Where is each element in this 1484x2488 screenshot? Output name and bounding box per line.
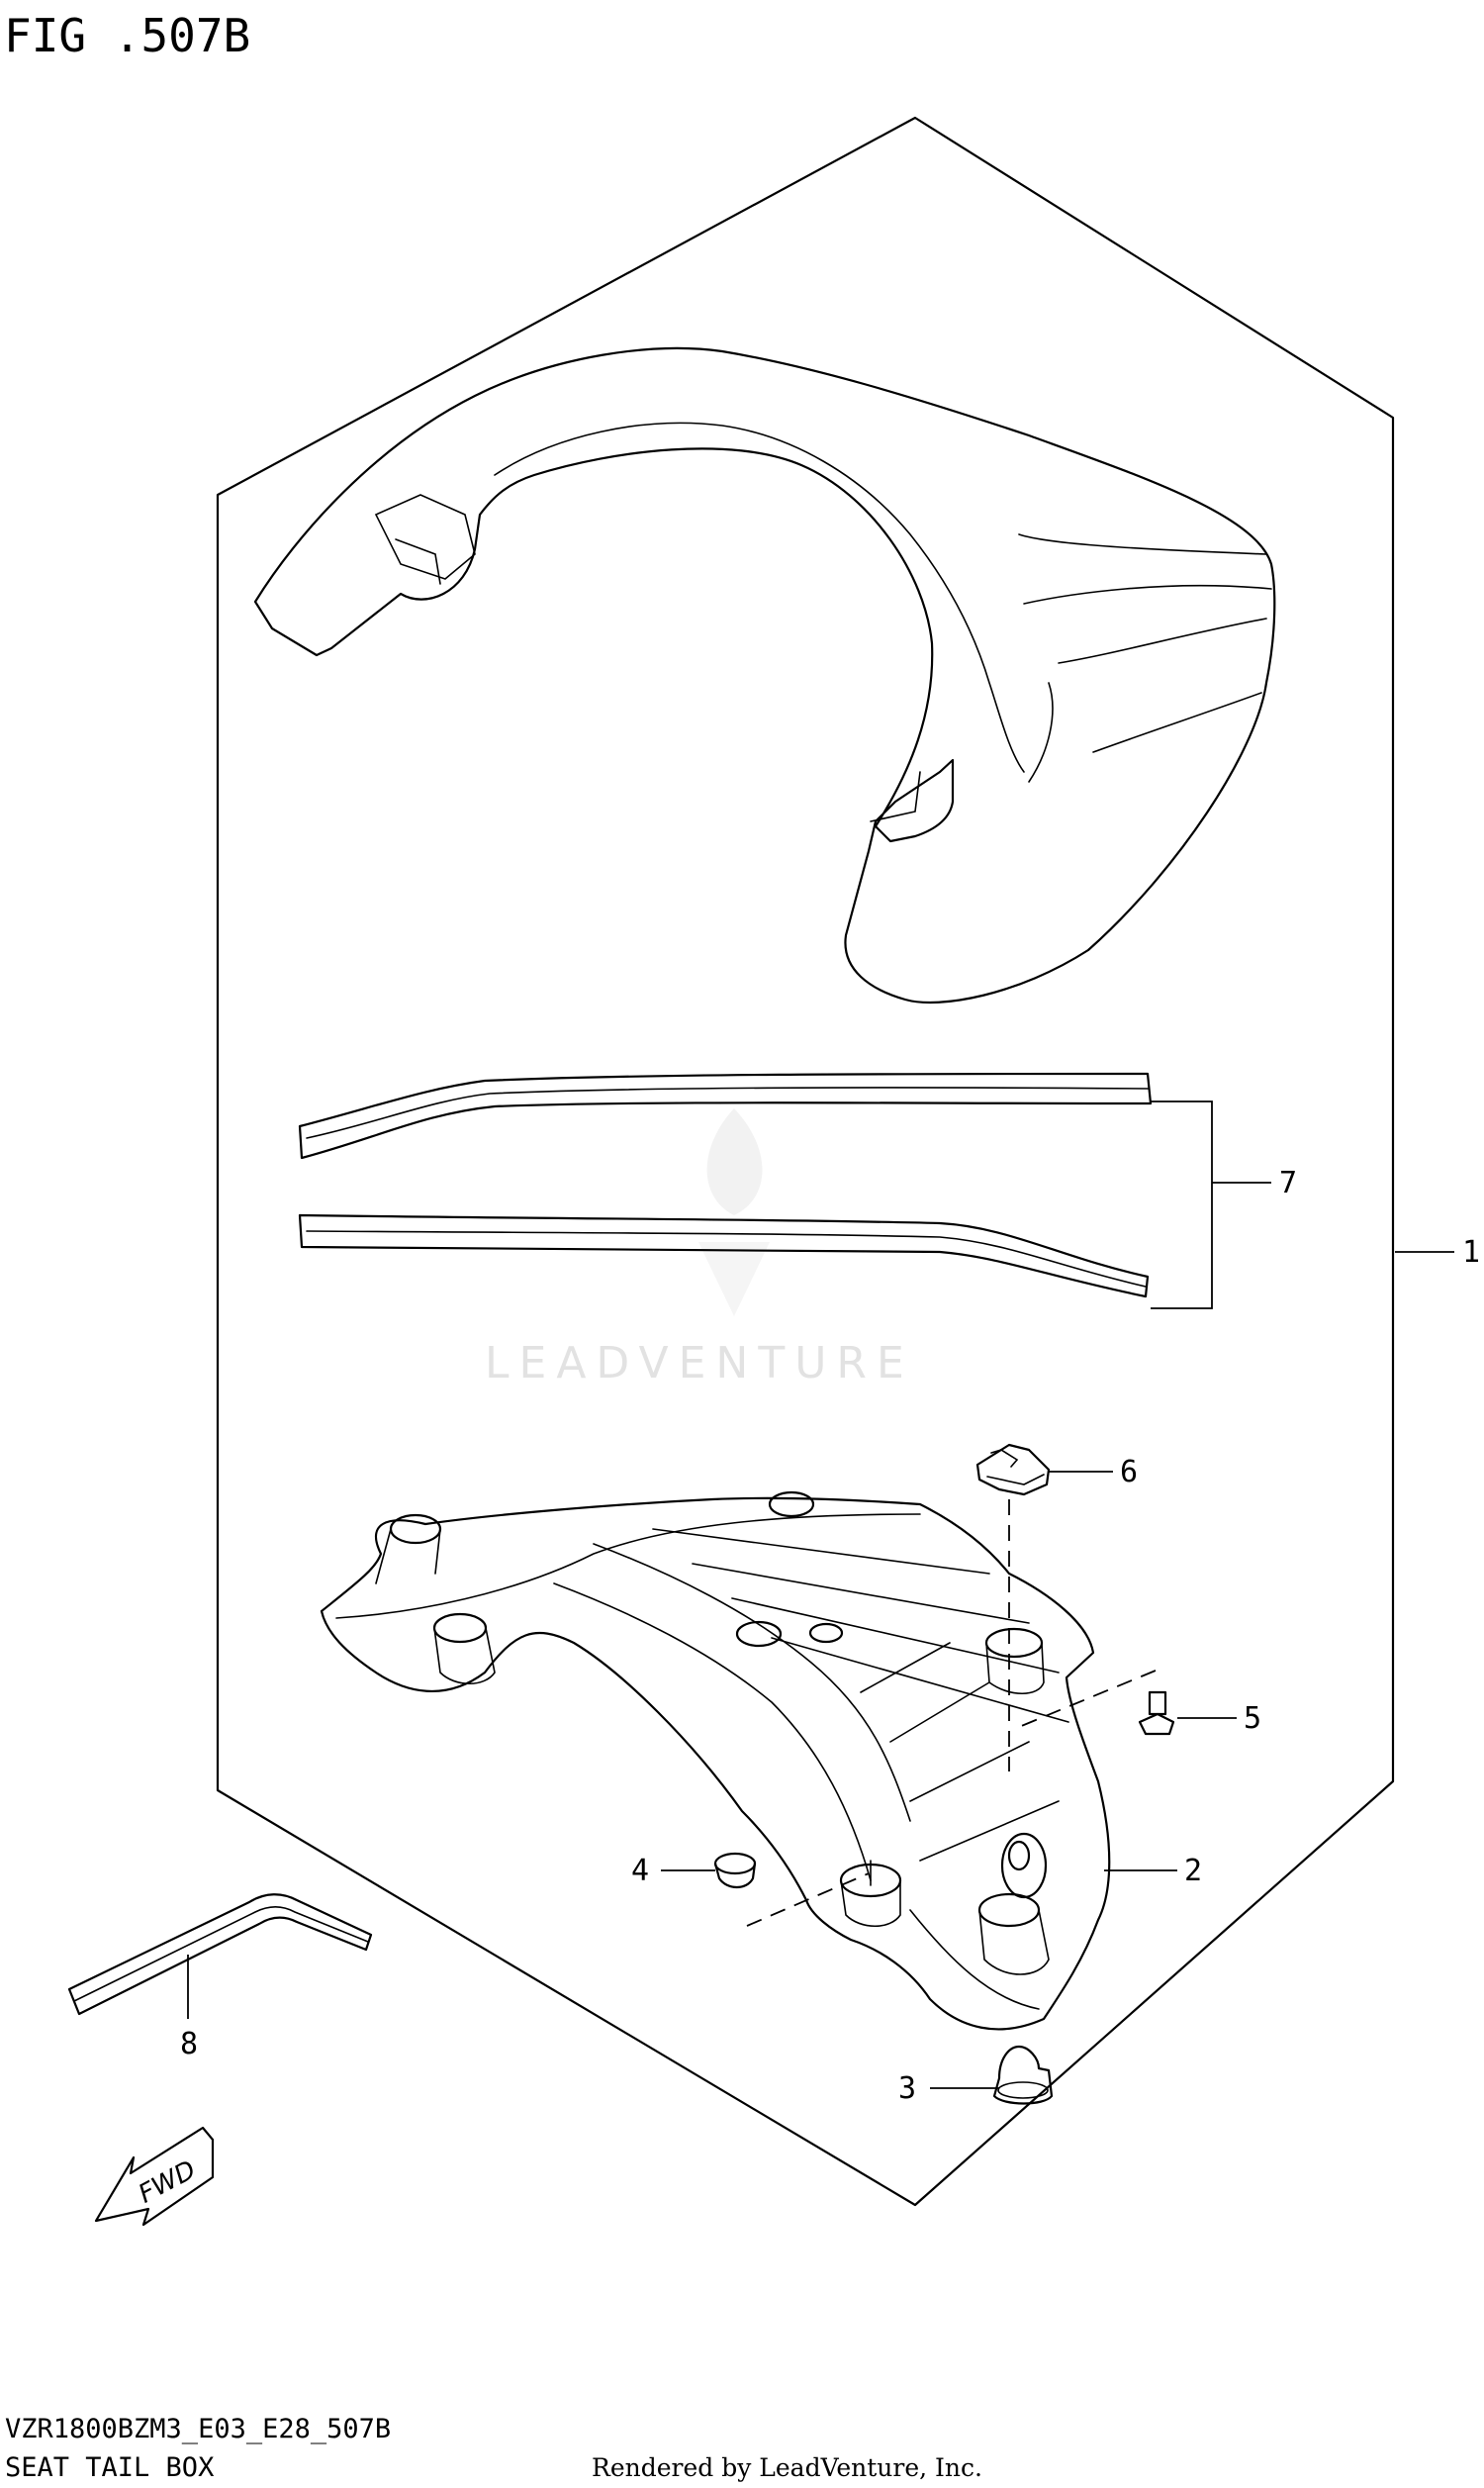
dash-4 bbox=[746, 1872, 870, 1927]
grommet bbox=[713, 1852, 757, 1889]
callout-1: 1 bbox=[1462, 1235, 1480, 1270]
footer-rendered-by: Rendered by LeadVenture, Inc. bbox=[592, 2453, 982, 2482]
rubber-cushion bbox=[992, 2045, 1054, 2105]
callout-7-bracket bbox=[1151, 1100, 1271, 1309]
watermark-text: LEADVENTURE bbox=[485, 1338, 914, 1388]
figure-title: FIG .507B bbox=[4, 9, 250, 62]
callout-3: 3 bbox=[898, 2071, 916, 2106]
callout-8: 8 bbox=[180, 2027, 198, 2061]
callout-6: 6 bbox=[1120, 1455, 1138, 1489]
fwd-arrow-label: FWD bbox=[134, 2155, 201, 2210]
footer-model-code: VZR1800BZM3_E03_E28_507B bbox=[5, 2414, 391, 2444]
assembly-boundary bbox=[216, 116, 1395, 2207]
callout-5: 5 bbox=[1244, 1701, 1261, 1736]
callout-4: 4 bbox=[631, 1854, 649, 1888]
trim-strip-upper bbox=[298, 1072, 1153, 1160]
seat-tail-cover bbox=[253, 346, 1276, 1005]
clip-nut bbox=[975, 1443, 1051, 1496]
callout-2: 2 bbox=[1184, 1854, 1202, 1888]
seat-tail-frame bbox=[320, 1490, 1111, 2031]
dash-5 bbox=[1018, 1670, 1157, 1728]
callout-7: 7 bbox=[1279, 1166, 1297, 1200]
trim-strip-lower bbox=[298, 1213, 1150, 1298]
watermark-logo bbox=[698, 1108, 770, 1316]
fwd-arrow: FWD bbox=[94, 2126, 215, 2227]
bolt bbox=[1138, 1690, 1175, 1736]
footer-section-name: SEAT TAIL BOX bbox=[5, 2452, 214, 2483]
hex-key bbox=[67, 1893, 373, 2016]
